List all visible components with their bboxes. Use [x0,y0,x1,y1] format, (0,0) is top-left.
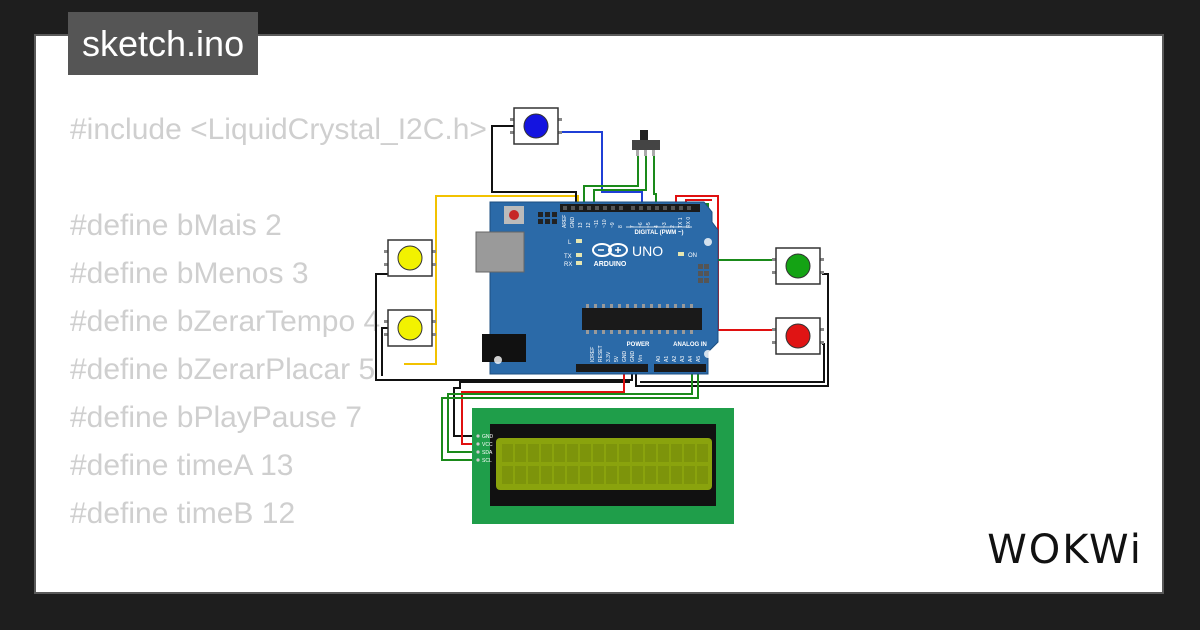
pin-label: RX 0 [686,217,692,228]
led-label-rx: RX [564,262,572,268]
led-rx [576,261,582,265]
pin-label: 7 [630,225,636,228]
reset-button-cap[interactable] [509,210,519,220]
pushbutton-blue[interactable] [510,107,562,145]
pin-label: ~6 [638,222,644,228]
usb-port [475,231,525,273]
board-model: UNO [632,243,663,259]
analog-header [654,364,706,372]
arduino-uno-board[interactable]: AREF GND 13 12 ~11 ~10 ~9 8 7 ~6 ~5 4 ~3… [475,201,719,375]
pushbutton-yellow-1[interactable] [384,239,436,277]
lcd-character-cells [502,444,708,484]
pin-label: TX 1 [678,217,684,228]
wire-red [461,366,625,445]
icsp-header-right [698,264,709,283]
pin-label: GND [622,351,628,363]
wire-black [375,273,633,381]
pin-label: 8 [618,225,624,228]
code-line: #define bMais 2 [70,209,282,242]
digital-header-label: DIGITAL (PWM ~) [635,230,684,236]
pin-label: IOREF [590,347,596,362]
wire-blue [556,131,643,212]
pin-label: A1 [664,356,670,362]
digital-header [560,204,700,212]
pushbutton-yellow-2[interactable] [384,309,436,347]
led-label-l: L [568,240,572,246]
wokwi-logo-text: WOKWi [987,527,1143,573]
pin-label: A3 [680,356,686,362]
pin-label: 2 [670,225,676,228]
pushbutton-green[interactable] [772,247,824,285]
pin-label: ~9 [610,222,616,228]
board-brand: ARDUINO [594,261,627,268]
code-background: #include <LiquidCrystal_I2C.h> #define bM… [70,106,530,592]
analog-header-label: ANALOG IN [673,342,707,348]
pin-label: 3.3V [606,351,612,362]
pin-label: 4 [654,225,660,228]
pin-label: Vin [638,355,644,362]
pin-label: AREF [562,215,568,228]
code-line: #define timeB 12 [70,497,296,530]
circuit-diagram: AREF GND 13 12 ~11 ~10 ~9 8 7 ~6 ~5 4 ~3… [375,107,829,524]
led-label-tx: TX [564,254,572,260]
led-l [576,239,582,243]
pushbutton-red[interactable] [772,317,824,355]
code-line: #define timeA 13 [70,449,294,482]
pin-label: ~11 [594,220,600,228]
pin-label: 12 [586,222,592,228]
led-tx [576,253,582,257]
code-line: #define bMenos 3 [70,257,309,290]
code-line: #define bPlayPause 7 [70,401,362,434]
pin-label: A5 [696,356,702,362]
lcd-1602-i2c[interactable]: GND VCC SDA SCL [472,408,734,524]
wire-black [635,273,829,387]
wire-green [441,366,699,461]
lcd-pin-label: SCL [482,458,492,464]
pin-label: ~3 [662,222,668,228]
wire-green [583,150,639,212]
pin-label: RESET [598,345,604,362]
power-header [576,364,648,372]
pin-label: ~10 [602,219,608,228]
atmega-chip [582,308,702,330]
code-line: #include <LiquidCrystal_I2C.h> [70,113,487,146]
led-label-on: ON [688,253,697,259]
pin-label: GND [570,217,576,229]
wire-green [593,150,647,212]
pin-label: A2 [672,356,678,362]
pin-label: ~5 [646,222,652,228]
wire-red [675,195,776,331]
code-line: #define bZerarPlacar 5 [70,353,376,386]
wire-green [447,366,693,453]
lcd-pin-label: VCC [482,442,493,448]
lcd-pin-label: GND [482,434,494,440]
led-on [678,252,684,256]
slide-switch[interactable] [632,130,660,156]
file-name-tab[interactable]: sketch.ino [68,12,259,75]
pin-label: 13 [578,222,584,228]
lcd-pin-label: SDA [482,450,493,456]
dc-power-jack [482,334,526,362]
pin-label: GND [630,351,636,363]
power-header-label: POWER [627,342,650,348]
wire-black [381,327,388,376]
preview-frame: #include <LiquidCrystal_I2C.h> #define bM… [34,34,1164,594]
wire-yellow [404,195,579,365]
pin-label: 5V [614,355,620,362]
wire-black [453,381,630,437]
arduino-logo [592,243,628,257]
wire-black [491,125,577,212]
pin-label: A4 [688,356,694,362]
icsp-header [538,212,557,224]
wokwi-logo: WOKWi [975,520,1155,580]
pin-label: A0 [656,356,662,362]
